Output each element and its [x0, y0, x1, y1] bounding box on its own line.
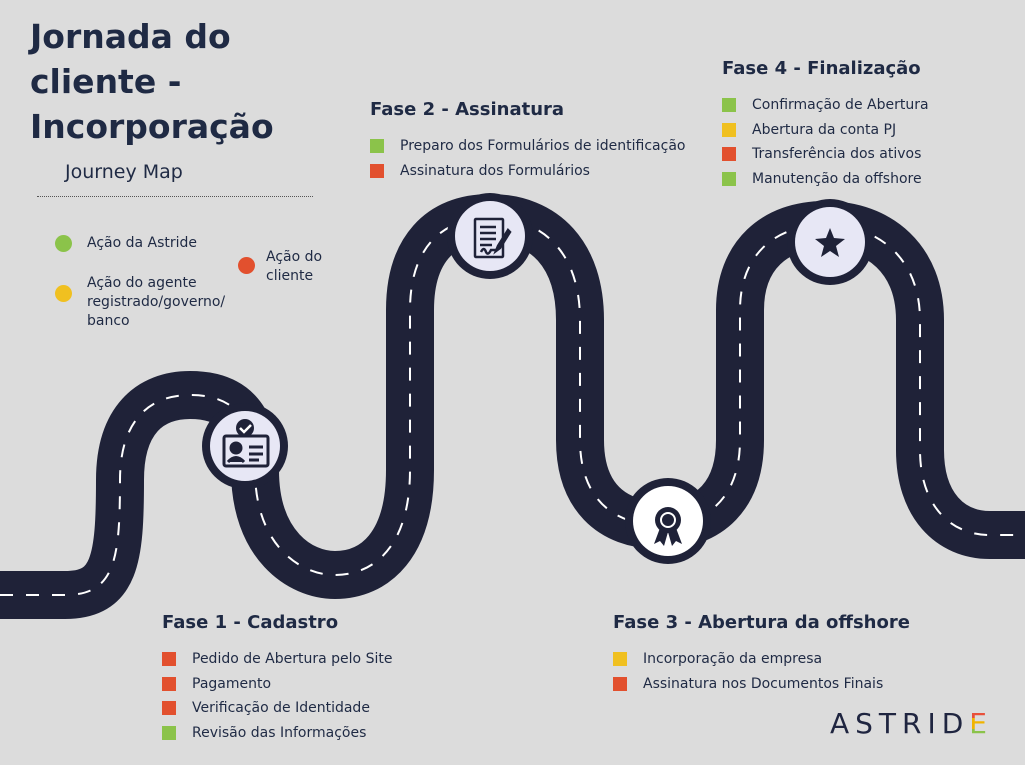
- task-item: Abertura da conta PJ: [722, 118, 929, 143]
- task-item: Incorporação da empresa: [613, 647, 910, 672]
- task-label: Abertura da conta PJ: [752, 121, 897, 138]
- task-item: Manutenção da offshore: [722, 167, 929, 192]
- legend-label-astride: Ação da Astride: [87, 235, 198, 251]
- legend-dot-astride: [55, 235, 72, 252]
- legend-dot-agent: [55, 285, 72, 302]
- legend-label-client: Ação do cliente: [266, 249, 323, 284]
- task-item: Revisão das Informações: [162, 721, 392, 746]
- title-divider: [37, 196, 313, 197]
- actor-square-client: [613, 676, 627, 691]
- phase3-title: Fase 3 - Abertura da offshore: [613, 612, 910, 633]
- phase4-title: Fase 4 - Finalização: [722, 58, 921, 79]
- actor-square-client: [370, 163, 384, 178]
- actor-square-astride: [722, 98, 736, 113]
- actor-square-astride: [370, 139, 384, 154]
- legend-item-astride: Ação da Astride: [55, 234, 197, 253]
- star-icon: [815, 228, 845, 257]
- task-item: Confirmação de Abertura: [722, 93, 929, 118]
- phase2-node: [447, 193, 533, 279]
- task-item: Pedido de Abertura pelo Site: [162, 647, 392, 672]
- task-label: Pagamento: [192, 675, 272, 692]
- task-item: Pagamento: [162, 672, 392, 697]
- legend-item-client: Ação do cliente: [238, 248, 338, 286]
- phase3-node: [625, 478, 711, 564]
- actor-square-astride: [162, 726, 176, 741]
- award-badge-icon: [654, 507, 682, 546]
- task-item: Assinatura nos Documentos Finais: [613, 672, 910, 697]
- phase2-title: Fase 2 - Assinatura: [370, 99, 565, 120]
- actor-square-agent: [722, 122, 736, 137]
- task-label: Assinatura dos Formulários: [400, 162, 590, 179]
- phase1-title: Fase 1 - Cadastro: [162, 612, 339, 633]
- task-label: Manutenção da offshore: [752, 171, 922, 188]
- actor-square-client: [162, 676, 176, 691]
- page-subtitle: Journey Map: [65, 161, 183, 183]
- actor-square-agent: [613, 652, 627, 667]
- phase1-block: Fase 1 - Cadastro Pedido de Abertura pel…: [162, 612, 392, 745]
- actor-square-client: [722, 147, 736, 162]
- task-label: Assinatura nos Documentos Finais: [643, 675, 884, 692]
- task-label: Transferência dos ativos: [752, 146, 922, 163]
- legend-item-agent: Ação do agente registrado/governo/ banco: [55, 274, 240, 331]
- task-item: Assinatura dos Formulários: [370, 159, 685, 184]
- astride-logo: ASTRIDE: [830, 707, 993, 740]
- legend-dot-client: [238, 257, 255, 274]
- logo-last-letter: E: [969, 707, 993, 740]
- phase1-node: [202, 403, 288, 489]
- actor-square-client: [162, 701, 176, 716]
- task-label: Incorporação da empresa: [643, 651, 823, 668]
- task-item: Preparo dos Formulários de identificação: [370, 134, 685, 159]
- task-label: Preparo dos Formulários de identificação: [400, 138, 686, 155]
- logo-text: ASTRID: [829, 707, 970, 740]
- task-label: Revisão das Informações: [192, 725, 367, 742]
- actor-square-astride: [722, 172, 736, 187]
- task-label: Confirmação de Abertura: [752, 97, 929, 114]
- actor-square-client: [162, 652, 176, 667]
- page-title: Jornada do cliente - Incorporação: [30, 17, 274, 146]
- task-item: Transferência dos ativos: [722, 142, 929, 167]
- legend-label-agent: Ação do agente registrado/governo/ banco: [87, 275, 226, 329]
- task-label: Verificação de Identidade: [192, 700, 370, 717]
- task-label: Pedido de Abertura pelo Site: [192, 651, 393, 668]
- phase3-block: Fase 3 - Abertura da offshore Incorporaç…: [613, 612, 910, 696]
- phase2-block: Fase 2 - Assinatura Preparo dos Formulár…: [370, 99, 685, 183]
- task-item: Verificação de Identidade: [162, 696, 392, 721]
- phase4-block: Fase 4 - Finalização Confirmação de Aber…: [722, 58, 929, 191]
- signed-document-icon: [473, 217, 512, 259]
- phase4-node: [787, 199, 873, 285]
